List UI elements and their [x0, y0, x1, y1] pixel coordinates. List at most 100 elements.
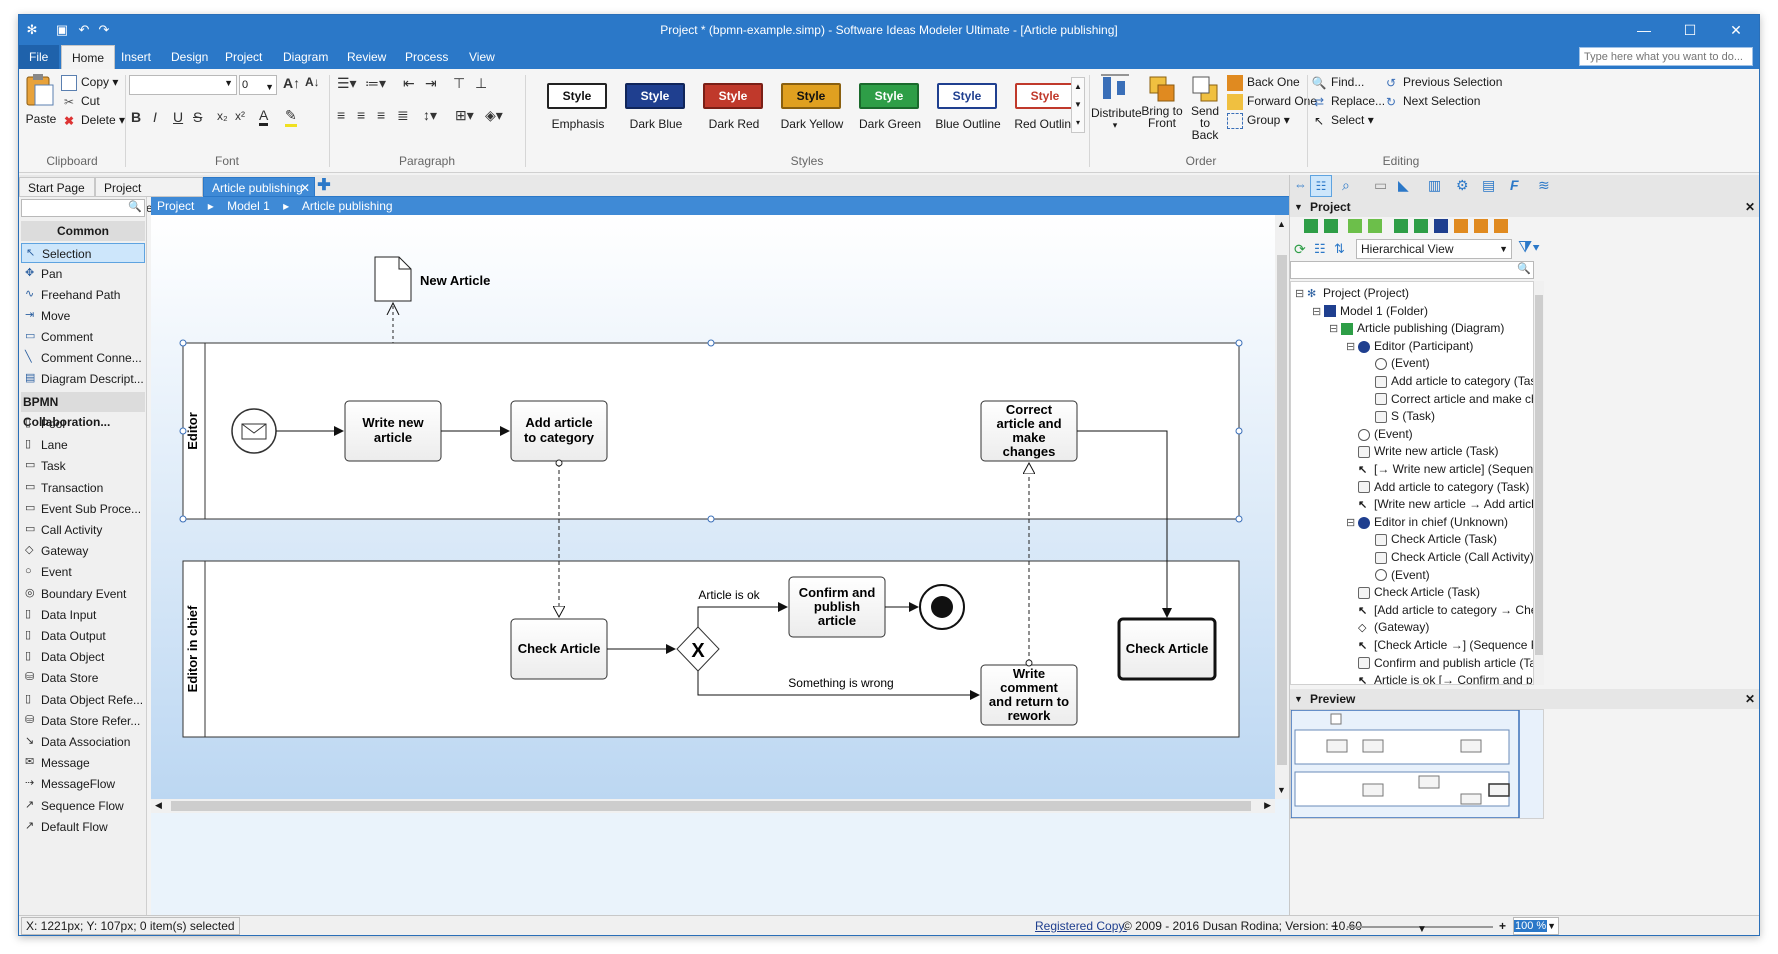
layers-icon[interactable]: ≋ [1538, 177, 1550, 193]
close-icon[interactable]: ✕ [1730, 22, 1742, 38]
diagram-preview[interactable] [1290, 709, 1544, 819]
toolbox-item[interactable]: ⇢MessageFlow [21, 774, 145, 794]
copy-button[interactable]: Copy ▾ [61, 75, 118, 91]
toolbox-search-input[interactable]: 🔍 [21, 199, 145, 217]
task-write-comment-rework[interactable]: Write comment and return to rework [980, 664, 1078, 726]
align-center-icon[interactable]: ≡ [357, 107, 366, 123]
breadcrumb-project[interactable]: Project [157, 199, 195, 213]
redo-icon[interactable]: ↷ [98, 22, 110, 37]
font-size-select[interactable]: 0▼ [239, 75, 277, 95]
columns-icon[interactable]: ▥ [1428, 177, 1442, 193]
send-to-back-button[interactable]: Send to Back [1185, 73, 1225, 141]
tree-options-icon[interactable]: ☷ [1314, 241, 1326, 256]
hide-icon[interactable] [1474, 219, 1488, 233]
find-button[interactable]: 🔍Find... [1311, 75, 1365, 90]
exclusive-gateway[interactable]: X [676, 626, 720, 672]
toolbox-item[interactable]: ▭Comment [21, 327, 145, 347]
strikethrough-icon[interactable]: S [193, 109, 203, 125]
toolbox-item[interactable]: ▭Transaction [21, 478, 145, 498]
toolbox-item[interactable]: ▯Data Input [21, 605, 145, 625]
toolbox-item[interactable]: ↘Data Association [21, 732, 145, 752]
filter-icon[interactable]: ⧩▾ [1518, 239, 1541, 256]
toolbox-item[interactable]: ↗Sequence Flow [21, 796, 145, 816]
tab-project[interactable]: Project [225, 50, 263, 64]
add-tab-icon[interactable]: ✚ [317, 177, 331, 194]
tree-item[interactable]: S (Task) [1363, 407, 1435, 425]
zoom-out-icon[interactable]: − [1331, 919, 1339, 933]
document-icon[interactable]: ▭ [1374, 177, 1388, 193]
toolbox-item[interactable]: ↗Default Flow [21, 817, 145, 837]
paste-button[interactable]: Paste [23, 73, 59, 129]
subscript-icon[interactable]: x₂ [217, 109, 228, 123]
tree-item[interactable]: ⊟Editor (Participant) [1346, 337, 1473, 355]
tree-item[interactable]: Add article to category (Task) [1346, 478, 1529, 496]
toolbox-item[interactable]: ▯Pool [21, 414, 145, 434]
view-options-icon[interactable] [1494, 219, 1508, 233]
task-correct-article[interactable]: Correct article and make changes [980, 400, 1078, 462]
sequence-flows[interactable] [276, 426, 1172, 700]
fill-color-icon[interactable]: ◈▾ [485, 107, 503, 123]
toolbox-item[interactable]: ⛁Data Store [21, 668, 145, 688]
save-icon[interactable]: ▣ [55, 22, 69, 37]
style-preset-button[interactable]: Style [547, 83, 607, 109]
function-icon[interactable]: F [1510, 177, 1519, 193]
selection-handles[interactable] [179, 339, 1243, 523]
align-bottom-icon[interactable]: ⊥ [475, 75, 488, 91]
toolbox-item[interactable]: ▯Lane [21, 435, 145, 455]
borders-icon[interactable]: ⊞▾ [455, 107, 474, 123]
tree-item[interactable]: ⊟✻Project (Project) [1295, 284, 1409, 302]
toolbox-item[interactable]: ▯Data Object Refe... [21, 690, 145, 710]
diagram-canvas[interactable]: New Article Editor [151, 215, 1275, 799]
tree-item[interactable]: Add article to category (Task) [1363, 372, 1533, 390]
tree-item[interactable]: Check Article (Task) [1363, 530, 1497, 548]
registered-link[interactable]: Registered Copy. [1035, 919, 1127, 933]
tab-design[interactable]: Design [171, 50, 209, 64]
bring-to-front-button[interactable]: Bring to Front [1141, 73, 1183, 129]
sort-tree-icon[interactable]: ⇅ [1334, 241, 1345, 256]
zoom-in-icon[interactable]: + [1499, 919, 1507, 933]
task-check-article[interactable]: Check Article [510, 618, 608, 680]
undo-icon[interactable]: ↶ [78, 22, 90, 37]
line-spacing-icon[interactable]: ↕▾ [423, 107, 438, 123]
shapes-icon[interactable]: ◣ [1398, 177, 1409, 193]
tree-item[interactable]: (Event) [1346, 425, 1413, 443]
refresh-icon[interactable]: ⟳ [1294, 241, 1306, 257]
collapse-icon[interactable]: ⊟ [1346, 340, 1356, 353]
add-diagram-icon[interactable] [1304, 219, 1318, 233]
canvas-horizontal-scrollbar[interactable]: ◀ ▶ [151, 799, 1275, 813]
tree-item[interactable]: ◇(Gateway) [1346, 618, 1429, 636]
superscript-icon[interactable]: x² [235, 109, 245, 123]
view-mode-select[interactable]: Hierarchical View▼ [1356, 239, 1512, 259]
align-left-icon[interactable]: ≡ [337, 107, 346, 123]
align-right-icon[interactable]: ≡ [377, 107, 386, 123]
style-preset-button[interactable]: Style [1015, 83, 1075, 109]
distribute-button[interactable]: Distribute▾ [1091, 73, 1142, 131]
tree-item[interactable]: Confirm and publish article (Task) [1346, 654, 1533, 672]
select-button[interactable]: ↖Select ▾ [1311, 113, 1374, 129]
add-element-icon[interactable] [1324, 219, 1338, 233]
toolbox-item[interactable]: ▯Data Object [21, 647, 145, 667]
justify-icon[interactable]: ≣ [397, 107, 409, 123]
tab-diagram[interactable]: Diagram [283, 50, 329, 64]
font-family-select[interactable]: ▼ [129, 75, 237, 95]
pin-panel-icon[interactable]: ⇔ [1294, 177, 1307, 192]
tab-insert[interactable]: Insert [121, 50, 152, 64]
tab-start-page[interactable]: Start Page [19, 177, 95, 197]
tree-item[interactable]: ⊟Article publishing (Diagram) [1329, 319, 1504, 337]
italic-icon[interactable]: I [153, 109, 157, 125]
search-icon[interactable]: 🔍 [1517, 263, 1531, 275]
style-preset-button[interactable]: Style [937, 83, 997, 109]
zoom-select[interactable]: 100 %▼ [1513, 917, 1559, 935]
toolbox-item[interactable]: ⛁Data Store Refer... [21, 711, 145, 731]
project-tree-icon[interactable]: ☷ [1310, 175, 1332, 197]
collapse-icon[interactable]: ⊟ [1346, 516, 1356, 529]
search-elements-icon[interactable]: ⌕ [1342, 177, 1350, 193]
collapse-icon[interactable]: ⊟ [1295, 288, 1305, 300]
call-activity-check-article[interactable]: Check Article [1117, 617, 1217, 681]
tree-item[interactable]: Check Article (Task) [1346, 583, 1480, 601]
next-selection-button[interactable]: ↻Next Selection [1383, 94, 1480, 110]
shrink-font-icon[interactable]: A↓ [305, 75, 320, 89]
add-folder-icon[interactable] [1348, 219, 1362, 233]
expand-all-icon[interactable] [1394, 219, 1408, 233]
numbering-icon[interactable]: ≔▾ [365, 75, 387, 91]
